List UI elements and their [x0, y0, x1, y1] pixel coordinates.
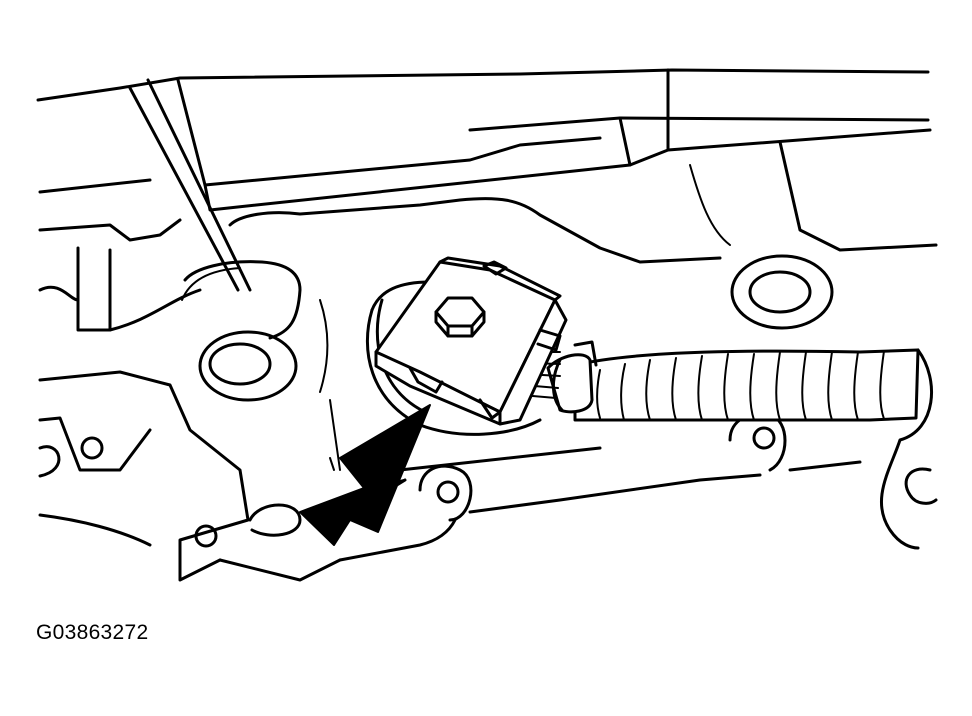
bolt-holes: [38, 412, 787, 548]
black-arrow-icon: [299, 404, 431, 546]
figure-code: G03863272: [36, 621, 149, 644]
mounting-boss-right: [730, 254, 834, 330]
mounting-boss-left: [183, 260, 302, 402]
wire-harness: [573, 348, 938, 550]
housing-upper: [36, 68, 938, 292]
housing-lower-flange: [338, 446, 862, 562]
housing-left: [38, 218, 342, 582]
harness-clip: [546, 340, 598, 414]
connector-bolt: [434, 296, 486, 338]
